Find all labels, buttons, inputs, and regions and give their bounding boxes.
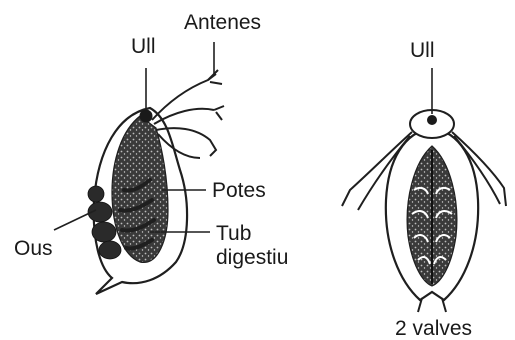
label-potes: Potes: [212, 180, 266, 201]
tail-spines-front: [418, 298, 446, 312]
label-tub-line1: Tub: [216, 222, 288, 246]
daphnia-front-view: [342, 68, 506, 312]
daphnia-side-view: [54, 42, 224, 294]
label-tub-line2: digestiu: [216, 246, 288, 270]
label-antenes: Antenes: [184, 12, 261, 33]
label-ull-left: Ull: [131, 36, 156, 57]
eye-side: [140, 110, 153, 123]
label-ull-right: Ull: [410, 40, 435, 61]
label-tub-digestiu: Tub digestiu: [216, 222, 288, 270]
label-ous: Ous: [14, 238, 53, 259]
eye-front: [427, 115, 437, 125]
label-valves: 2 valves: [395, 318, 472, 339]
